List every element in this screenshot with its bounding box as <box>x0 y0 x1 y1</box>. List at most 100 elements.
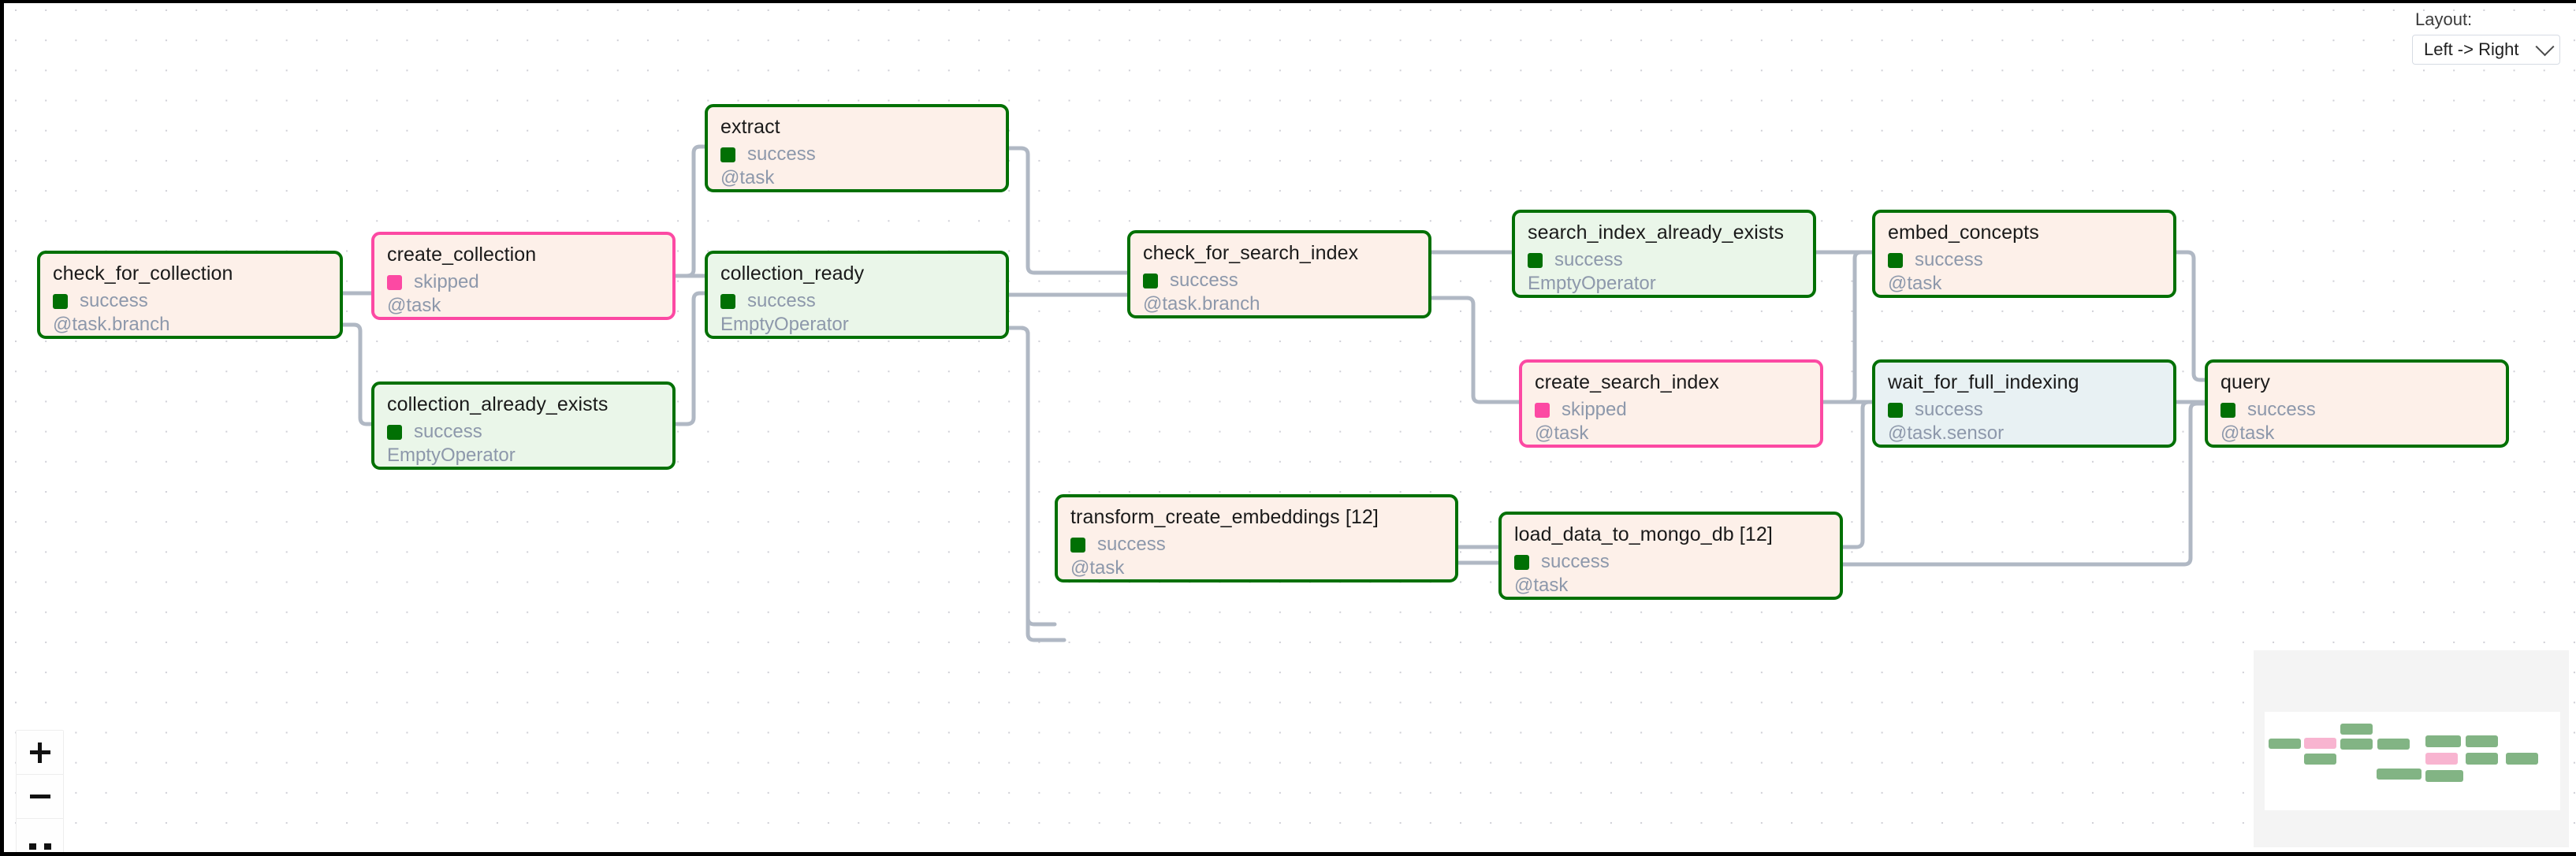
fit-view-icon <box>28 832 51 850</box>
task-node-type: @task.branch <box>53 314 170 335</box>
task-node-type: EmptyOperator <box>1528 273 1656 294</box>
task-node-title: collection_ready <box>720 262 865 285</box>
task-node-title: check_for_search_index <box>1143 242 1359 264</box>
task-node-state: success <box>1143 270 1417 292</box>
status-label: success <box>414 421 482 442</box>
status-swatch-icon <box>387 274 402 290</box>
minimap-node <box>2425 770 2463 782</box>
minimap-node <box>2466 735 2498 747</box>
plus-icon-vertical <box>38 742 42 763</box>
layout-label: Layout: <box>2415 9 2473 29</box>
status-swatch-icon <box>1888 252 1903 268</box>
layout-select-value: Left -> Right <box>2424 39 2519 59</box>
task-node-load_data_to_mongo_db[interactable]: load_data_to_mongo_db [12]success@task <box>1498 512 1843 600</box>
status-swatch-icon <box>53 293 68 309</box>
task-node-type: @task <box>1070 557 1125 579</box>
status-label: success <box>1541 551 1610 572</box>
task-node-title: embed_concepts <box>1888 221 2039 244</box>
task-node-type: EmptyOperator <box>387 445 516 466</box>
status-label: success <box>80 290 148 311</box>
minimap-node <box>2506 753 2538 765</box>
task-node-title: create_collection <box>387 244 537 266</box>
task-node-state: skipped <box>387 271 661 293</box>
minimap-node <box>2269 739 2301 749</box>
status-swatch-icon <box>1535 402 1550 418</box>
status-swatch-icon <box>1070 537 1085 553</box>
zoom-out-button[interactable] <box>17 775 63 819</box>
task-node-state: success <box>1528 249 1802 271</box>
task-node-state: success <box>2220 399 2495 421</box>
task-node-type: @task.sensor <box>1888 422 2005 444</box>
task-node-title: wait_for_full_indexing <box>1888 371 2079 393</box>
status-label: success <box>2247 399 2316 420</box>
task-node-query[interactable]: query success@task <box>2205 359 2509 448</box>
task-node-state: success <box>53 290 329 312</box>
status-label: success <box>1554 249 1623 270</box>
task-node-transform_create_embeddings[interactable]: transform_create_embeddings [12] success@… <box>1055 494 1458 582</box>
status-swatch-icon <box>1528 252 1543 268</box>
layout-select[interactable]: Left -> Right <box>2412 35 2560 65</box>
task-node-type: @task <box>720 167 775 188</box>
status-label: success <box>747 143 816 165</box>
status-label: success <box>1097 534 1166 555</box>
task-node-state: success <box>1888 399 2162 421</box>
task-node-extract[interactable]: extract success@task <box>705 104 1009 192</box>
task-node-state: success <box>720 143 995 166</box>
status-swatch-icon <box>720 293 735 309</box>
status-swatch-icon <box>1143 273 1158 288</box>
status-swatch-icon <box>1514 554 1529 570</box>
status-swatch-icon <box>387 424 402 440</box>
status-label: success <box>1915 399 1983 420</box>
task-node-type: @task.branch <box>1143 293 1260 314</box>
minimap-node <box>2304 738 2336 749</box>
minimap-node <box>2340 739 2373 750</box>
minimap[interactable] <box>2254 650 2569 847</box>
status-swatch-icon <box>2220 402 2235 418</box>
task-node-type: @task <box>2220 422 2275 444</box>
status-label: skipped <box>1562 399 1627 420</box>
minimap-viewport[interactable] <box>2265 712 2560 810</box>
chevron-down-icon <box>2535 36 2555 56</box>
zoom-in-button[interactable] <box>17 731 63 775</box>
task-node-title: extract <box>720 116 780 138</box>
task-node-title: query <box>2220 371 2271 393</box>
status-label: skipped <box>414 271 479 292</box>
minimap-node <box>2340 724 2373 735</box>
minimap-node <box>2425 753 2458 765</box>
layout-control: Layout: Left -> Right <box>2412 9 2562 65</box>
task-node-state: success <box>1070 534 1444 556</box>
task-node-type: @task <box>1888 273 1942 294</box>
zoom-controls <box>16 730 64 852</box>
task-node-type: @task <box>387 295 441 316</box>
task-node-title: load_data_to_mongo_db [12] <box>1514 523 1773 545</box>
minimap-node <box>2377 739 2410 750</box>
minimap-node <box>2304 754 2336 765</box>
task-node-state: success <box>1888 249 2162 271</box>
task-node-state: success <box>387 421 661 443</box>
task-node-state: skipped <box>1535 399 1809 421</box>
task-node-title: create_search_index <box>1535 371 1719 393</box>
task-node-state: success <box>1514 551 1829 573</box>
status-label: success <box>1170 270 1238 291</box>
status-swatch-icon <box>1888 402 1903 418</box>
task-node-state: success <box>720 290 995 312</box>
minimap-node <box>2377 769 2422 780</box>
status-label: success <box>747 290 816 311</box>
status-label: success <box>1915 249 1983 270</box>
status-swatch-icon <box>720 147 735 162</box>
task-node-title: transform_create_embeddings [12] <box>1070 506 1379 528</box>
fit-view-button[interactable] <box>17 819 63 852</box>
task-node-type: @task <box>1535 422 1589 444</box>
task-node-type: EmptyOperator <box>720 314 849 335</box>
minus-icon <box>29 795 50 798</box>
